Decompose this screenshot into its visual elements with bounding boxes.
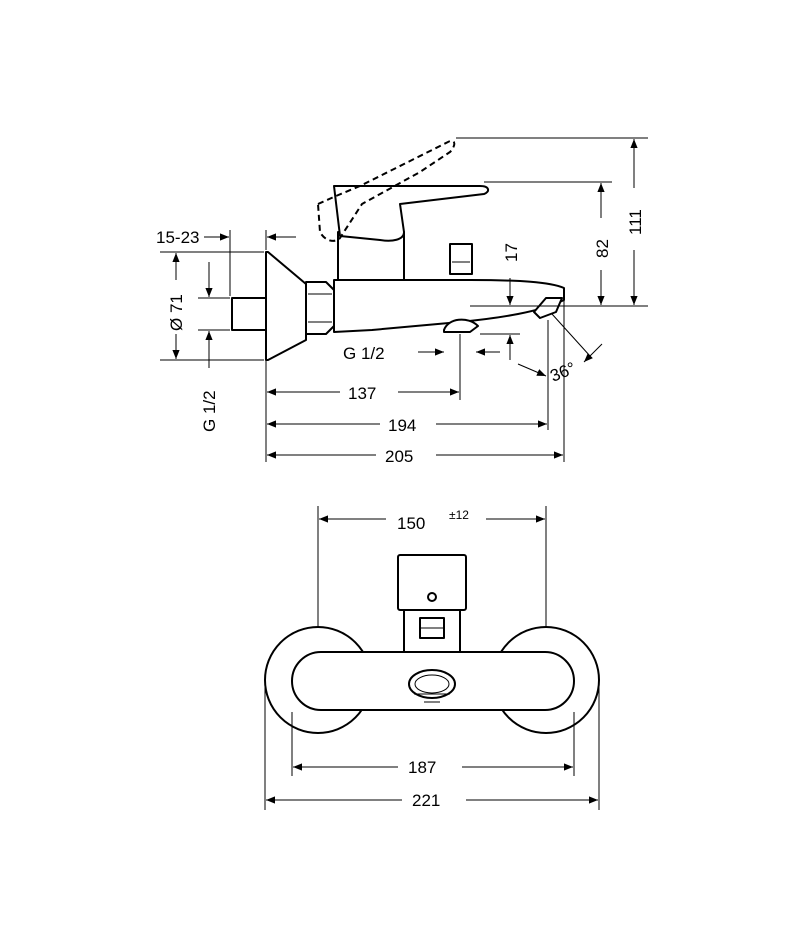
- dim-spray-angle: 36°: [547, 358, 578, 385]
- dim-depth-194: 194: [388, 416, 416, 435]
- dim-height-82: 82: [593, 239, 612, 258]
- dim-height-111: 111: [626, 209, 645, 235]
- dim-inner-width: 187: [408, 758, 436, 777]
- dim-center-tolerance: ±12: [449, 508, 469, 522]
- wall-nipple: [231, 297, 267, 331]
- side-view: 15-23 Ø 71 G 1/2 G 1/2 17 36° 137 194: [156, 137, 648, 466]
- lever-raised-position: [317, 140, 456, 242]
- dim-flange-diameter: Ø 71: [167, 294, 186, 331]
- shower-outlet: [443, 318, 479, 333]
- dim-wall-thickness: 15-23: [156, 228, 199, 247]
- dim-overall-width: 221: [412, 791, 440, 810]
- hex-nut: [305, 281, 335, 335]
- dim-inlet-thread: G 1/2: [200, 390, 219, 432]
- front-view: 150 ±12 187 221: [264, 506, 600, 810]
- diverter-knob: [449, 243, 473, 275]
- dim-outlet-thread: G 1/2: [343, 344, 385, 363]
- wall-flange: [265, 251, 307, 361]
- dim-depth-137: 137: [348, 384, 376, 403]
- aerator: [533, 297, 563, 319]
- lever-handle: [333, 185, 490, 242]
- front-handle: [397, 554, 467, 611]
- dim-outlet-drop: 17: [502, 243, 521, 262]
- dim-center-distance: 150: [397, 514, 425, 533]
- handle-indicator: [427, 592, 437, 602]
- dim-depth-205: 205: [385, 447, 413, 466]
